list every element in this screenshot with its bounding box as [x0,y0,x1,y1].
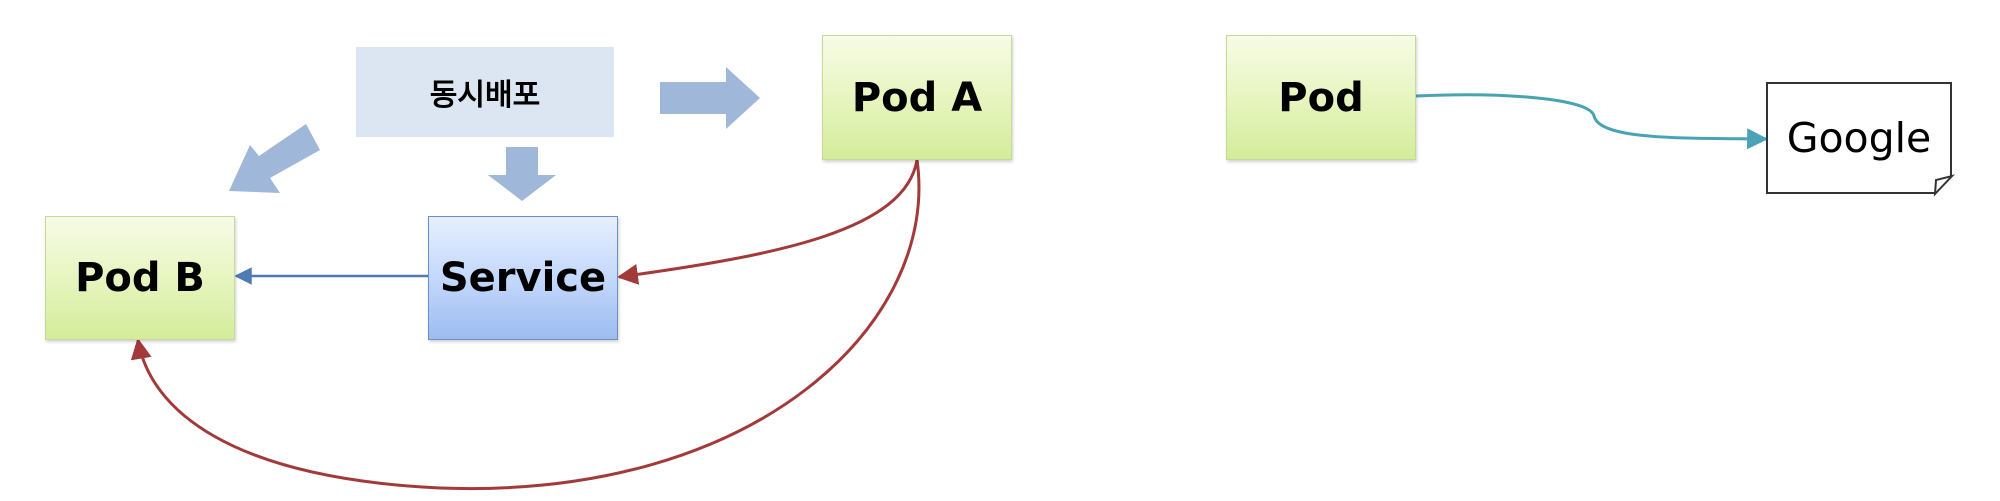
service-node: Service [428,216,618,340]
pod-node: Pod [1226,35,1416,160]
connector-pod-a-to-service [616,159,919,285]
simultaneous-deploy-label: 동시배포 [356,47,614,137]
pod-b-node: Pod B [45,216,235,340]
connector-pod-a-to-pod-b [130,159,921,491]
google-node: Google [1766,82,1952,194]
pod-a-node: Pod A [822,35,1012,160]
block-arrow-right [660,67,760,129]
block-arrow-down-left [229,124,320,193]
connector-pod-to-google [1415,93,1769,150]
block-arrow-down [488,147,556,201]
google-folded-corner [1933,174,1956,197]
